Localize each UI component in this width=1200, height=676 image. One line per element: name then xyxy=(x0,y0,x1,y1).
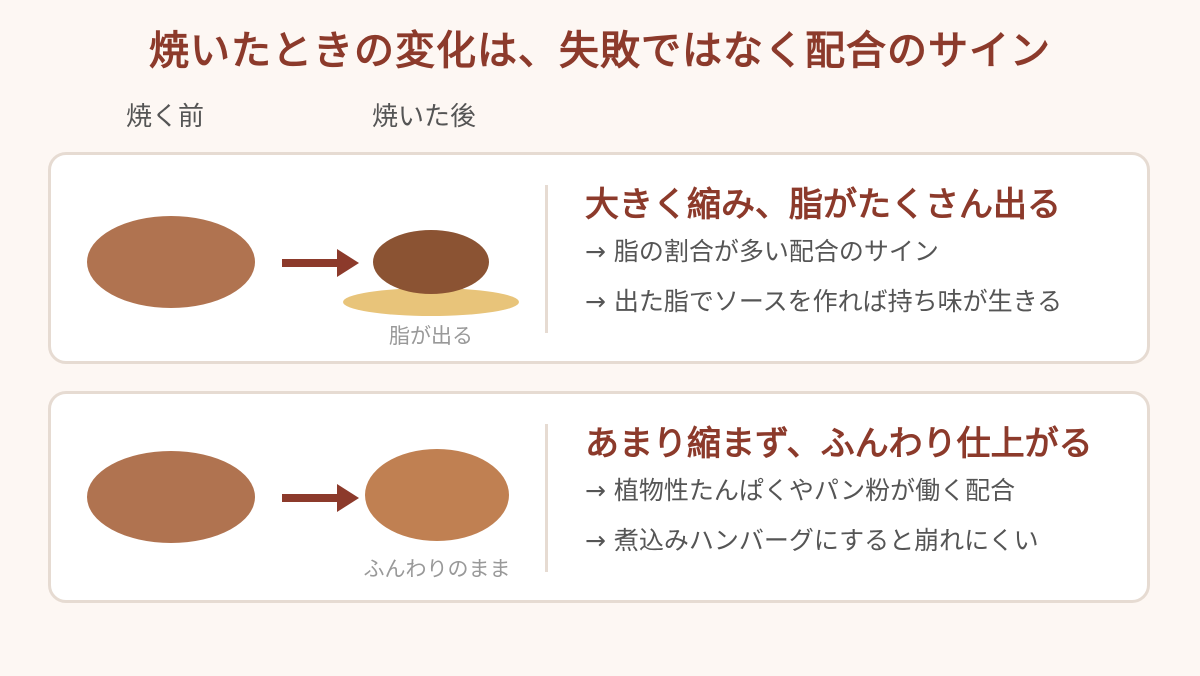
column-label-after: 焼いた後 xyxy=(372,102,477,132)
cooked-patty-shrunk xyxy=(373,230,489,294)
raw-patty xyxy=(87,216,255,308)
card-bullet: → 植物性たんぱくやパン粉が働く配合 xyxy=(585,476,1016,505)
card-bullet: → 出た脂でソースを作れば持ち味が生きる xyxy=(585,287,1063,316)
illustration-shrink: 脂が出る xyxy=(87,216,519,348)
card-divider xyxy=(545,185,548,333)
fat-pool xyxy=(343,288,519,316)
comparison-card-shrink: 脂が出る 大きく縮み、脂がたくさん出る → 脂の割合が多い配合のサイン → 出た… xyxy=(48,152,1150,364)
card-bullet: → 脂の割合が多い配合のサイン xyxy=(585,237,939,266)
card-divider xyxy=(545,424,548,572)
arrow-icon xyxy=(282,484,359,512)
raw-patty xyxy=(87,451,255,543)
card-text: あまり縮まず、ふんわり仕上がる → 植物性たんぱくやパン粉が働く配合 → 煮込み… xyxy=(585,422,1145,576)
card-bullet: → 煮込みハンバーグにすると崩れにくい xyxy=(585,526,1039,555)
cooked-patty-fluffy xyxy=(365,449,509,541)
arrow-icon xyxy=(282,249,359,277)
card-heading: あまり縮まず、ふんわり仕上がる xyxy=(585,424,1093,464)
fluffy-caption: ふんわりのまま xyxy=(364,557,511,581)
fat-caption: 脂が出る xyxy=(389,324,473,348)
illustration-fluffy: ふんわりのまま xyxy=(87,449,511,581)
column-label-before: 焼く前 xyxy=(126,102,205,132)
card-text: 大きく縮み、脂がたくさん出る → 脂の割合が多い配合のサイン → 出た脂でソース… xyxy=(585,183,1145,337)
page-title: 焼いたときの変化は、失敗ではなく配合のサイン xyxy=(149,28,1051,74)
card-heading: 大きく縮み、脂がたくさん出る xyxy=(585,185,1061,225)
comparison-card-fluffy: ふんわりのまま あまり縮まず、ふんわり仕上がる → 植物性たんぱくやパン粉が働く… xyxy=(48,391,1150,603)
